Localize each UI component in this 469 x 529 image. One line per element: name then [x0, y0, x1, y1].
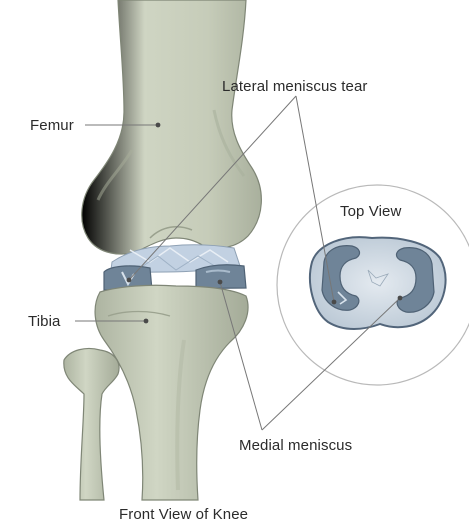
fibula-bone — [64, 348, 119, 500]
lateral-meniscus-tear-label: Lateral meniscus tear — [222, 78, 368, 96]
medial-topview-marker — [398, 296, 403, 301]
lateral-tear-marker — [127, 278, 132, 283]
femur-bone — [82, 0, 262, 254]
tibia-label: Tibia — [28, 313, 60, 331]
figure-caption: Front View of Knee — [119, 506, 248, 524]
medial-marker — [218, 280, 223, 285]
femur-label: Femur — [30, 117, 74, 135]
tibia-bone — [95, 285, 248, 500]
lateral-tear-topview-marker — [332, 300, 337, 305]
tibia-marker — [144, 319, 149, 324]
medial-meniscus-label: Medial meniscus — [239, 437, 352, 455]
femur-marker — [156, 123, 161, 128]
top-view-label: Top View — [340, 203, 401, 221]
